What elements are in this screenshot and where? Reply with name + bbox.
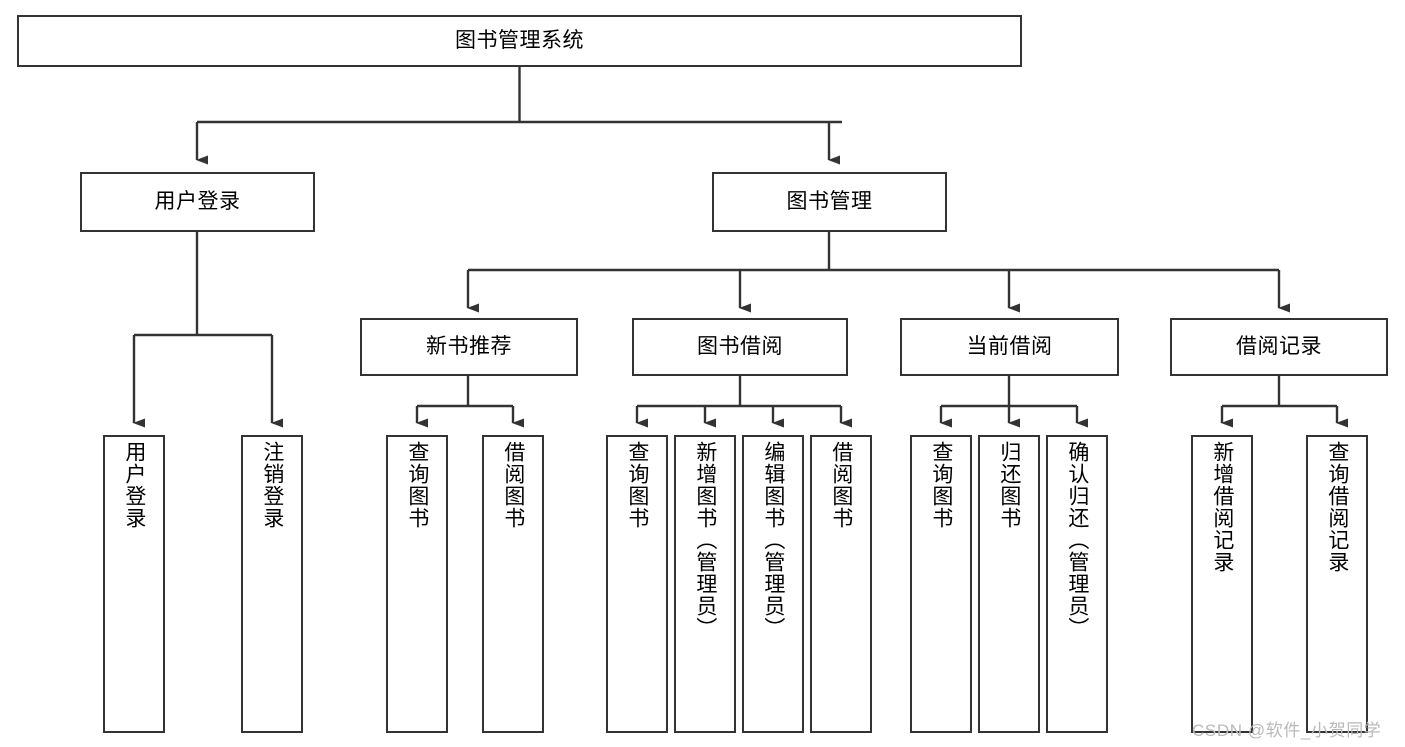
leaf-query-book-current[interactable]: 查询图书: [910, 435, 972, 733]
node-book-borrow[interactable]: 图书借阅: [632, 318, 848, 376]
node-label: 新书推荐: [426, 334, 512, 358]
node-label: 借阅图书: [501, 441, 525, 529]
node-root-system[interactable]: 图书管理系统: [17, 15, 1022, 67]
leaf-edit-book-admin[interactable]: 编辑图书（管理员）: [742, 435, 804, 733]
node-label: 借阅图书: [829, 441, 853, 529]
node-label: 用户登录: [122, 441, 146, 529]
node-label: 注销登录: [260, 441, 284, 529]
node-user-login[interactable]: 用户登录: [80, 172, 315, 232]
leaf-borrow-book[interactable]: 借阅图书: [810, 435, 872, 733]
node-borrow-records[interactable]: 借阅记录: [1170, 318, 1388, 376]
node-label: 查询借阅记录: [1325, 441, 1349, 573]
node-new-book-recommend[interactable]: 新书推荐: [360, 318, 578, 376]
node-label: 图书管理系统: [455, 28, 584, 52]
node-label: 图书借阅: [697, 334, 783, 358]
node-label: 新增图书（管理员）: [693, 441, 717, 639]
leaf-add-borrow-record[interactable]: 新增借阅记录: [1191, 435, 1253, 733]
csdn-watermark: CSDN @软件_小贺同学: [1192, 721, 1382, 740]
leaf-query-book-recommend[interactable]: 查询图书: [386, 435, 448, 733]
node-book-management[interactable]: 图书管理: [712, 172, 947, 232]
node-label: 用户登录: [154, 189, 241, 213]
node-label: 查询图书: [929, 441, 953, 529]
node-label: 查询图书: [625, 441, 649, 529]
leaf-add-book-admin[interactable]: 新增图书（管理员）: [674, 435, 736, 733]
leaf-confirm-return-admin[interactable]: 确认归还（管理员）: [1046, 435, 1108, 733]
leaf-borrow-book-recommend[interactable]: 借阅图书: [482, 435, 544, 733]
node-label: 图书管理: [786, 189, 873, 213]
leaf-user-login[interactable]: 用户登录: [103, 435, 165, 733]
node-label: 借阅记录: [1236, 334, 1322, 358]
node-label: 编辑图书（管理员）: [761, 441, 785, 639]
node-label: 当前借阅: [966, 334, 1053, 358]
leaf-return-book[interactable]: 归还图书: [978, 435, 1040, 733]
node-label: 新增借阅记录: [1210, 441, 1234, 573]
leaf-query-book-borrow[interactable]: 查询图书: [606, 435, 668, 733]
node-current-borrow[interactable]: 当前借阅: [900, 318, 1119, 376]
leaf-logout[interactable]: 注销登录: [241, 435, 303, 733]
node-label: 归还图书: [997, 441, 1021, 529]
node-label: 确认归还（管理员）: [1065, 441, 1089, 639]
node-label: 查询图书: [405, 441, 429, 529]
leaf-query-borrow-record[interactable]: 查询借阅记录: [1306, 435, 1368, 733]
